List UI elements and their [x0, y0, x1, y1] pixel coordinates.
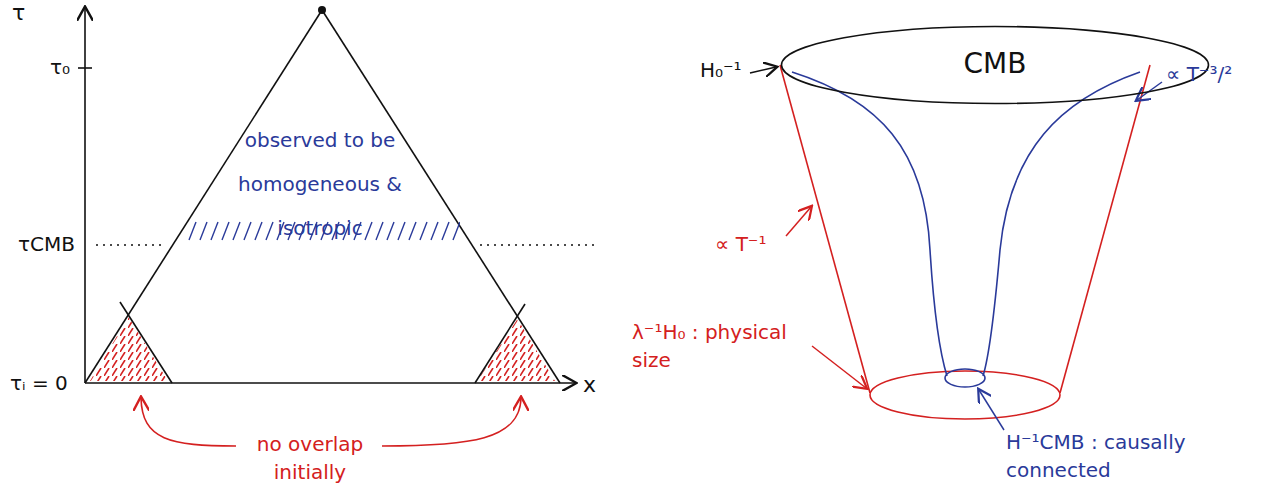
tick-label: τ₀: [50, 55, 70, 79]
tick-label: τᵢ = 0: [10, 371, 68, 395]
annotation: observed to be homogeneous & isotropic: [195, 118, 445, 250]
annotation: H⁻¹CMB : causally connected: [1006, 428, 1216, 484]
scaling-label: ∝ T⁻³/²: [1166, 62, 1232, 86]
annotation: no overlap initially: [245, 430, 375, 486]
cmb-ellipse: CMB: [780, 25, 1210, 105]
horizon-funnel: [780, 65, 1150, 419]
leader-arrows: [750, 67, 1162, 430]
annotation: λ⁻¹H₀ : physical size: [632, 318, 817, 374]
tick-label: τCMB: [18, 232, 75, 256]
scale-label: H₀⁻¹: [700, 58, 742, 82]
axes: [78, 8, 575, 383]
light-cone: [85, 6, 560, 383]
axis-label: x: [583, 372, 596, 397]
axis-label: τ: [12, 0, 25, 25]
small-light-cones: [90, 302, 555, 383]
node-text: CMB: [780, 47, 1210, 80]
scaling-label: ∝ T⁻¹: [715, 232, 766, 256]
cmb-time-line: [96, 245, 598, 246]
